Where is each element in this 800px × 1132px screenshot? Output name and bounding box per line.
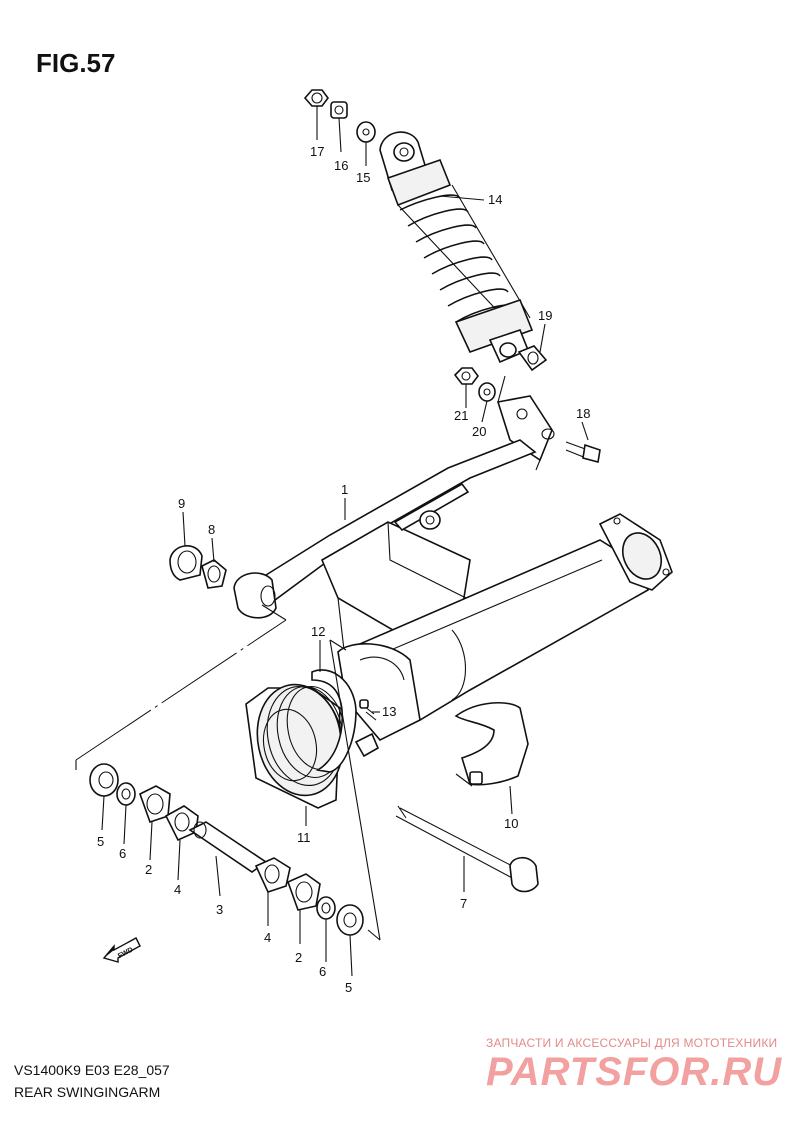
callout-11: 11 [297,830,311,845]
guard-10[interactable] [454,701,529,787]
shock-spacer-19[interactable] [517,345,548,372]
figure-title: FIG.57 [36,48,116,78]
callout-4a: 4 [174,882,181,897]
watermark-subtitle: ЗАПЧАСТИ И АКСЕССУАРЫ ДЛЯ МОТОТЕХНИКИ [486,1036,778,1050]
callout-labels: 17 16 15 14 19 21 20 18 1 9 8 12 13 11 1… [97,144,590,995]
callout-2b: 2 [295,950,302,965]
bearing-8[interactable] [201,559,227,589]
callout-12: 12 [311,624,325,639]
bearing-2a[interactable] [139,785,171,824]
callout-10: 10 [504,816,518,831]
assembly-lines [75,375,541,941]
pivot-shaft-7[interactable] [395,805,539,893]
callout-9: 9 [178,496,185,511]
screw-13[interactable] [354,699,380,758]
callout-2a: 2 [145,862,152,877]
washer-6a[interactable] [116,782,136,806]
washer-20[interactable] [478,382,496,402]
circlip-9[interactable] [169,545,203,581]
callout-15: 15 [356,170,370,185]
shock-washer-15[interactable] [356,121,376,143]
leader-lines [101,106,589,977]
shock-bushing-16[interactable] [330,101,348,119]
callout-14: 14 [488,192,502,207]
callout-7: 7 [460,896,467,911]
rear-shock-absorber[interactable] [379,131,534,364]
callout-13: 13 [382,704,396,719]
oil-seal-5a[interactable] [89,763,119,797]
washer-6b[interactable] [316,896,336,920]
callout-18: 18 [576,406,590,421]
callout-20: 20 [472,424,486,439]
callout-1: 1 [341,482,348,497]
shock-nut-17[interactable] [303,89,329,107]
section-title: REAR SWINGINGARM [14,1084,161,1100]
clamp-12[interactable] [311,669,357,773]
bearing-2b[interactable] [286,873,321,911]
oil-seal-5b[interactable] [336,904,364,936]
callout-3: 3 [216,902,223,917]
swingarm[interactable] [233,439,673,741]
callout-8: 8 [208,522,215,537]
spacer-4a[interactable] [164,805,199,842]
callout-16: 16 [334,158,348,173]
fwd-arrow-icon: FWD [102,937,141,963]
callout-6b: 6 [319,964,326,979]
watermark-brand: PARTSFOR.RU [486,1050,783,1094]
nut-21[interactable] [453,367,479,385]
callout-21: 21 [454,408,468,423]
spacer-4b[interactable] [254,857,291,893]
spacer-3[interactable] [188,821,268,873]
bolt-18[interactable] [565,441,601,463]
callout-6a: 6 [119,846,126,861]
callout-5a: 5 [97,834,104,849]
callout-4b: 4 [264,930,271,945]
cushion-lever-bracket[interactable] [496,395,555,462]
callout-5b: 5 [345,980,352,995]
boot-11[interactable] [245,676,353,809]
callout-19: 19 [538,308,552,323]
model-code: VS1400K9 E03 E28_057 [14,1062,170,1078]
callout-17: 17 [310,144,324,159]
